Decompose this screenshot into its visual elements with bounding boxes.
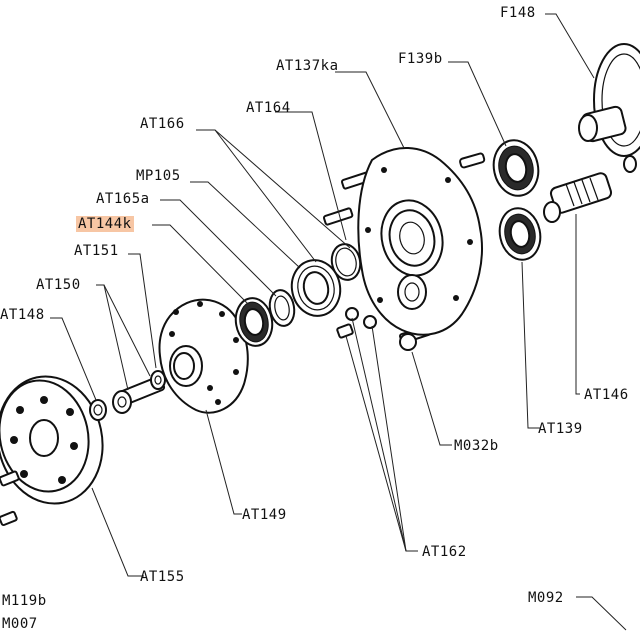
part-mp105-bearing[interactable] [287, 256, 346, 321]
callout-at137ka[interactable]: AT137ka [276, 58, 339, 74]
callout-at164[interactable]: AT164 [246, 100, 291, 116]
callout-at144k[interactable]: AT144k [76, 216, 134, 232]
callout-at155[interactable]: AT155 [140, 569, 185, 585]
part-at151-ring[interactable] [150, 370, 166, 390]
part-at148-washer[interactable] [89, 399, 107, 421]
bolt-m007[interactable] [0, 510, 18, 527]
callout-at148[interactable]: AT148 [0, 307, 45, 323]
callout-at162[interactable]: AT162 [422, 544, 467, 560]
bolt-m119b[interactable] [0, 470, 20, 487]
callout-at146[interactable]: AT146 [584, 387, 629, 403]
callout-mp105[interactable]: MP105 [136, 168, 181, 184]
part-f148-gear[interactable] [578, 43, 640, 173]
part-f139b-bearing[interactable] [489, 136, 544, 200]
housing-pin[interactable] [459, 152, 486, 169]
callout-m119b[interactable]: M119b [2, 593, 47, 609]
callout-at151[interactable]: AT151 [74, 243, 119, 259]
callout-at166[interactable]: AT166 [140, 116, 185, 132]
part-at139-bearing[interactable] [495, 204, 545, 263]
part-at155-disc[interactable] [0, 367, 114, 514]
callout-at165a[interactable]: AT165a [96, 191, 150, 207]
callout-m007[interactable]: M007 [2, 616, 38, 632]
callout-m092[interactable]: M092 [528, 590, 564, 606]
callout-f148[interactable]: F148 [500, 5, 536, 21]
part-at165a-ring[interactable] [267, 288, 297, 328]
leader-lines [50, 13, 627, 631]
part-at137ka-housing[interactable] [357, 146, 483, 336]
part-at162-pins[interactable] [336, 307, 377, 339]
callout-at150[interactable]: AT150 [36, 277, 81, 293]
callout-m032b[interactable]: M032b [454, 438, 499, 454]
callout-at139[interactable]: AT139 [538, 421, 583, 437]
callout-f139b[interactable]: F139b [398, 51, 443, 67]
part-at146-shaft[interactable] [543, 172, 613, 223]
part-at149-flange[interactable] [158, 298, 249, 414]
callout-at149[interactable]: AT149 [242, 507, 287, 523]
part-at166-oring[interactable] [329, 241, 364, 282]
part-at144k-seal[interactable] [232, 295, 276, 349]
